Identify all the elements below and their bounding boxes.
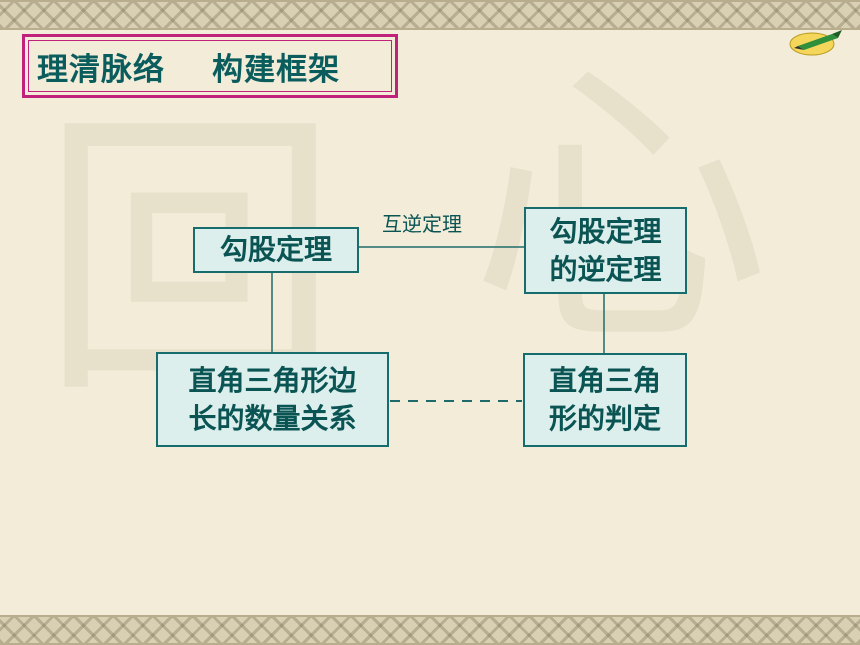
node-label: 勾股定理 [219, 233, 332, 266]
node-label-line2: 形的判定 [548, 402, 661, 435]
node-label-line1: 直角三角形边 [188, 363, 357, 397]
bottom-decorative-border [0, 615, 860, 645]
node-label-line2: 长的数量关系 [188, 401, 357, 435]
pencil-icon[interactable] [788, 26, 844, 58]
title-frame: 理清脉络 构建框架 [22, 34, 398, 98]
node-label-line2: 的逆定理 [549, 252, 662, 286]
node-side-relation: 直角三角形边 长的数量关系 [156, 352, 389, 447]
top-decorative-border [0, 0, 860, 30]
node-label-line1: 勾股定理 [549, 214, 662, 248]
node-right-triangle-test: 直角三角 形的判定 [523, 353, 687, 447]
node-converse-theorem: 勾股定理 的逆定理 [524, 207, 687, 294]
node-label-line1: 直角三角 [548, 364, 661, 397]
node-pythagorean-theorem: 勾股定理 [193, 227, 359, 273]
converse-edge-label: 互逆定理 [382, 212, 462, 236]
page-title: 理清脉络 构建框架 [28, 40, 392, 92]
